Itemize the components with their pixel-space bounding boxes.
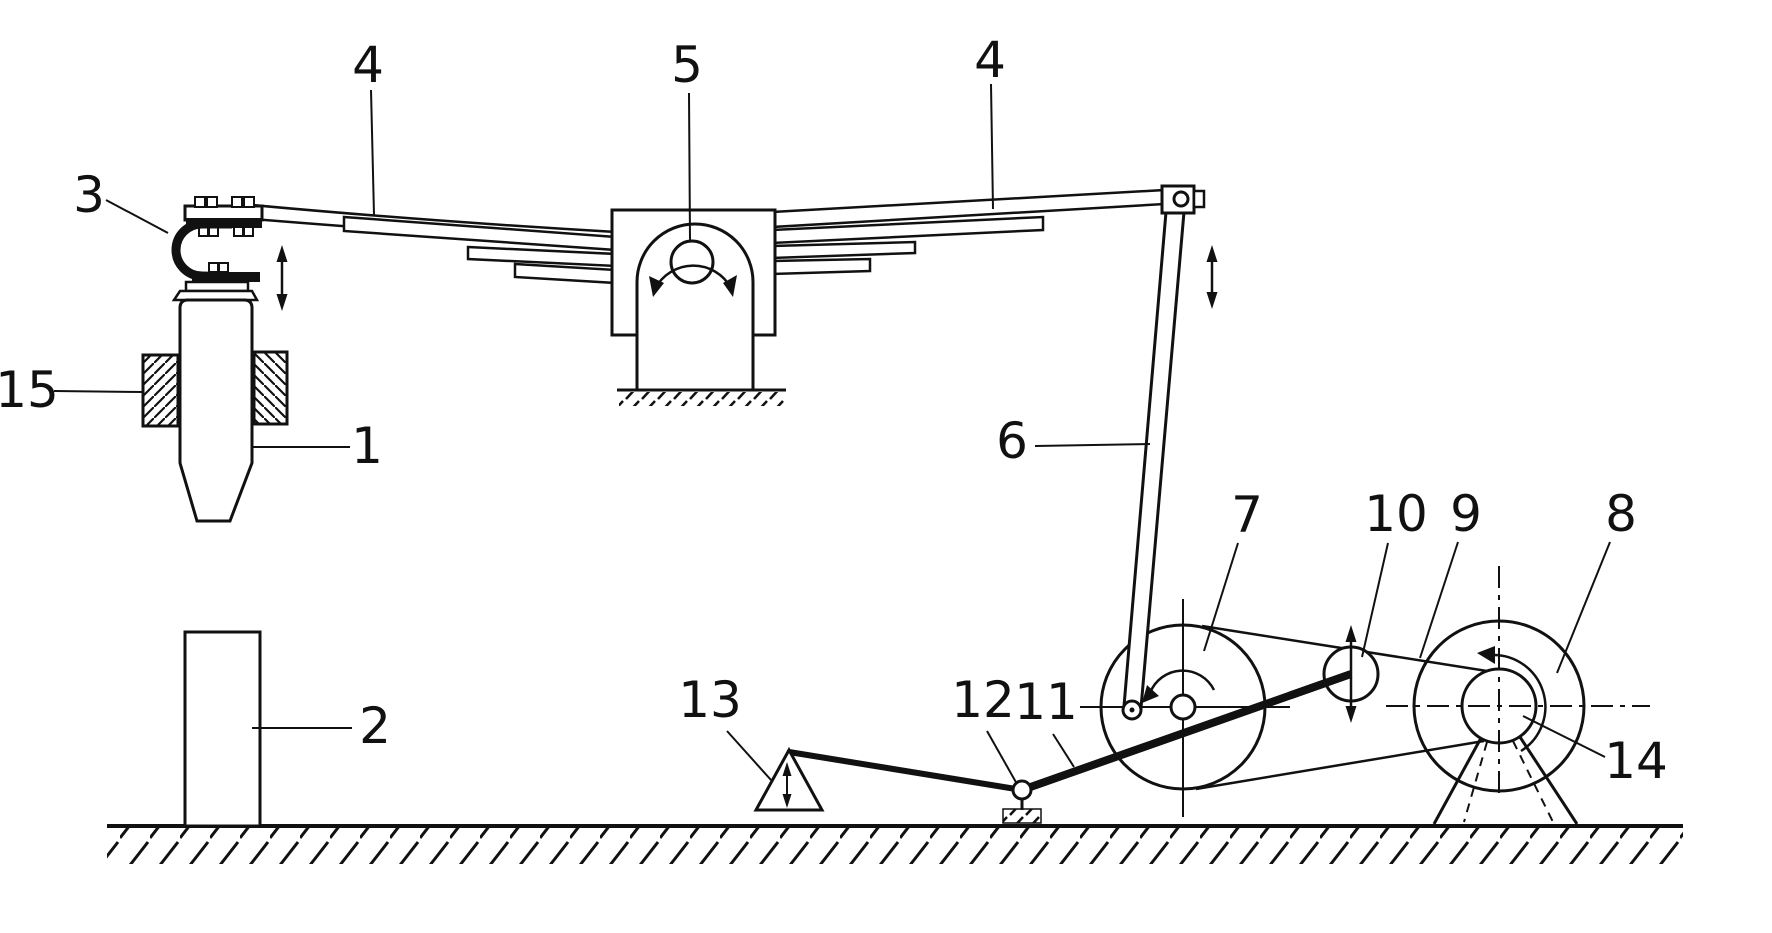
clamp-plate bbox=[183, 204, 264, 222]
leader-15 bbox=[53, 390, 144, 393]
hammer-body bbox=[178, 298, 254, 523]
bolt-head bbox=[243, 196, 255, 208]
crank-pin-center bbox=[1129, 707, 1135, 713]
rotation-arrowhead-left bbox=[649, 276, 664, 297]
leader-5 bbox=[688, 92, 691, 241]
leaf-4-left bbox=[513, 262, 618, 285]
bolt-head bbox=[231, 196, 243, 208]
arrowhead-down bbox=[1206, 292, 1218, 309]
arrowhead-down bbox=[1345, 706, 1357, 723]
guide-block-right bbox=[252, 350, 289, 426]
hammer-hanger-bar bbox=[192, 272, 260, 282]
label-14: 14 bbox=[1604, 732, 1668, 790]
mount-pillar bbox=[635, 222, 755, 390]
crank-shaft bbox=[1169, 693, 1197, 721]
spring-end-pin bbox=[1172, 190, 1190, 208]
leader-13 bbox=[726, 730, 772, 781]
stand-leg-left bbox=[1432, 737, 1483, 825]
leader-4-right bbox=[990, 83, 994, 210]
mount-base-hatching bbox=[619, 392, 785, 406]
fulcrum-triangle bbox=[753, 746, 825, 812]
label-7: 7 bbox=[1231, 486, 1263, 544]
link-rod bbox=[1122, 210, 1186, 710]
drop-hammer-assembly bbox=[141, 196, 289, 523]
bolt-head bbox=[194, 196, 206, 208]
flywheel-rim bbox=[1412, 619, 1586, 793]
flywheel-rotation-arrowhead bbox=[1477, 646, 1495, 664]
spring-end-tab bbox=[1192, 189, 1206, 209]
arrowhead-up bbox=[782, 762, 792, 776]
disc-rotation-arc bbox=[1148, 669, 1216, 694]
arrowhead-up bbox=[1206, 245, 1218, 262]
ground-hatching bbox=[107, 828, 1683, 864]
flywheel bbox=[1386, 566, 1650, 825]
leader-4-left bbox=[370, 89, 375, 216]
connecting-link bbox=[1121, 184, 1218, 721]
label-2: 2 bbox=[359, 697, 391, 755]
label-10: 10 bbox=[1364, 485, 1428, 543]
part-labels: 3 15 1 2 4 5 4 6 7 10 9 8 14 13 12 11 bbox=[0, 31, 1668, 790]
leader-14 bbox=[1522, 715, 1606, 758]
lever-left-arm bbox=[788, 749, 1023, 793]
bolt-nut bbox=[243, 226, 254, 237]
leader-6 bbox=[1034, 443, 1151, 447]
leader-7 bbox=[1203, 542, 1239, 652]
label-6: 6 bbox=[996, 412, 1028, 470]
leaf-4-right bbox=[770, 257, 872, 276]
leader-10 bbox=[1361, 542, 1389, 658]
arrowhead-up bbox=[1345, 625, 1357, 642]
label-4-right: 4 bbox=[974, 31, 1006, 89]
spring-mount bbox=[610, 208, 786, 406]
pivot-base-hatching bbox=[1002, 808, 1042, 824]
stand-leg-right-hidden bbox=[1512, 740, 1554, 823]
label-4-left: 4 bbox=[352, 36, 384, 94]
rotation-arc bbox=[653, 264, 733, 290]
bolt-head bbox=[218, 262, 229, 273]
leader-11 bbox=[1052, 733, 1075, 768]
bolt-nut bbox=[233, 226, 244, 237]
label-9: 9 bbox=[1450, 485, 1482, 543]
label-8: 8 bbox=[1605, 485, 1637, 543]
leaf-2-left bbox=[342, 215, 618, 252]
stand-leg-left-hidden bbox=[1463, 741, 1488, 823]
flywheel-hub bbox=[1460, 667, 1538, 745]
flywheel-rotation-arc bbox=[1490, 653, 1547, 753]
belt-lower-run bbox=[1195, 739, 1485, 791]
leader-lines bbox=[53, 83, 1611, 785]
leaf-3-left bbox=[466, 245, 618, 268]
label-11: 11 bbox=[1014, 673, 1078, 731]
guide-block-left bbox=[141, 353, 180, 428]
bolt-head bbox=[208, 262, 219, 273]
leader-3 bbox=[105, 199, 169, 234]
label-13: 13 bbox=[678, 671, 742, 729]
arrowhead-down bbox=[782, 794, 792, 808]
leaf-3-right bbox=[770, 240, 917, 260]
disc-rotation-arrowhead bbox=[1142, 685, 1159, 703]
label-12: 12 bbox=[951, 671, 1015, 729]
arrowhead-up bbox=[276, 245, 288, 262]
label-5: 5 bbox=[671, 36, 703, 94]
lever-arm-tip bbox=[1288, 670, 1353, 700]
rotation-arrowhead-right bbox=[723, 275, 737, 297]
leader-9 bbox=[1419, 541, 1459, 659]
label-15: 15 bbox=[0, 361, 59, 419]
ground bbox=[107, 824, 1683, 864]
tension-pulley bbox=[1288, 625, 1380, 723]
label-3: 3 bbox=[73, 166, 105, 224]
bolt-head bbox=[206, 196, 218, 208]
anvil-post bbox=[183, 630, 262, 828]
leader-8 bbox=[1556, 541, 1611, 674]
stand-leg-right bbox=[1518, 736, 1579, 825]
arrowhead-down bbox=[276, 294, 288, 311]
leader-12 bbox=[986, 730, 1018, 785]
mount-pivot-pin bbox=[669, 239, 715, 285]
hammer-cap bbox=[171, 289, 260, 302]
anvil-post-body bbox=[183, 630, 262, 828]
label-1: 1 bbox=[351, 417, 383, 475]
hammer-top-plate bbox=[184, 280, 250, 293]
